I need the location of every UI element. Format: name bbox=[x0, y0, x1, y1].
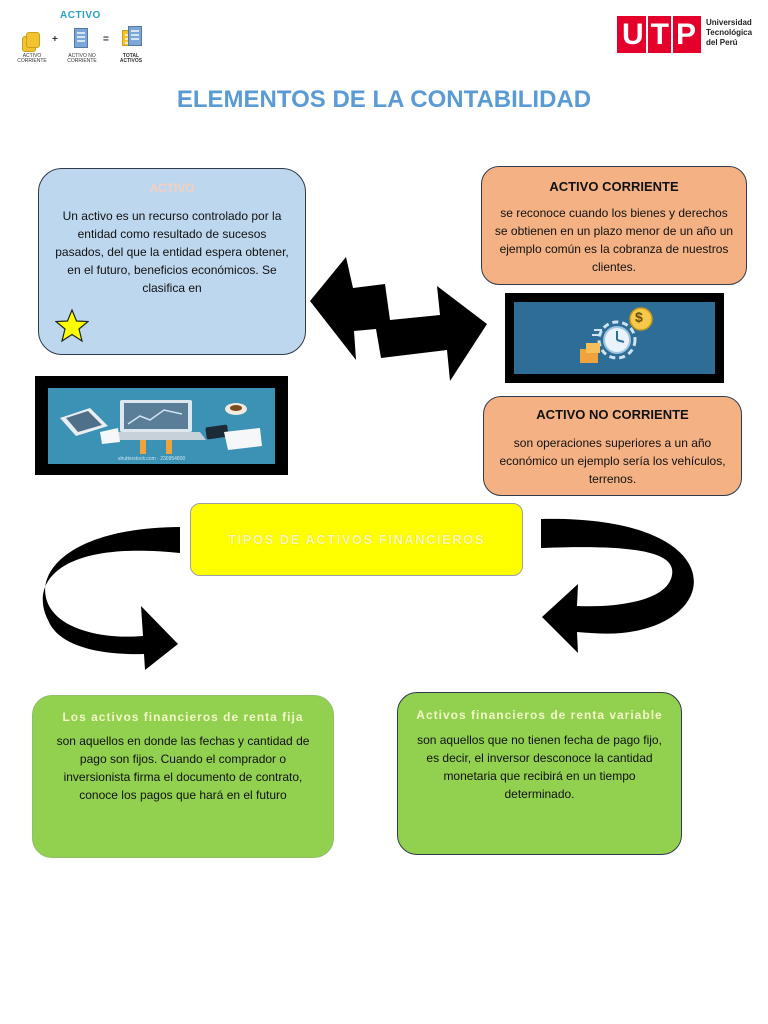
page-title: ELEMENTOS DE LA CONTABILIDAD bbox=[176, 86, 592, 113]
double-arrow-icon bbox=[310, 257, 487, 381]
activo-equation-word: ACTIVO bbox=[60, 10, 101, 21]
renta-variable-description: son aquellos que no tienen fecha de pago… bbox=[417, 733, 662, 801]
activo-corriente-caption: ACTIVO CORRIENTE bbox=[17, 53, 47, 64]
curved-arrow-left-icon bbox=[42, 527, 180, 670]
utp-logo-name: Universidad Tecnológica del Perú bbox=[706, 18, 753, 47]
curved-arrow-right-icon bbox=[541, 518, 694, 653]
tipos-activos-heading: TIPOS DE ACTIVOS FINANCIEROS bbox=[228, 532, 485, 547]
laptop-desk-icon bbox=[60, 400, 262, 454]
equals-sign: = bbox=[103, 34, 109, 45]
renta-fija-heading: Los activos financieros de renta fija bbox=[62, 710, 304, 724]
activo-corriente-box: ACTIVO CORRIENTE se reconoce cuando los … bbox=[481, 166, 747, 285]
activo-corriente-description: se reconoce cuando los bienes y derechos… bbox=[494, 206, 734, 274]
activo-no-corriente-heading: ACTIVO NO CORRIENTE bbox=[536, 407, 689, 422]
renta-variable-box: Activos financieros de renta variable so… bbox=[397, 692, 682, 855]
activo-no-corriente-description: son operaciones superiores a un año econ… bbox=[499, 436, 726, 486]
total-activos-caption: TOTAL ACTIVOS bbox=[119, 53, 143, 64]
activo-no-corriente-box: ACTIVO NO CORRIENTE son operaciones supe… bbox=[483, 396, 742, 496]
total-building-icon bbox=[128, 26, 142, 46]
utp-letter-t: T bbox=[650, 17, 669, 51]
utp-logo: U T P Universidad Tecnológica del Perú bbox=[617, 16, 757, 54]
utp-logo-mark: U T P bbox=[617, 16, 701, 53]
utp-letter-p: P bbox=[675, 17, 696, 51]
renta-variable-heading: Activos financieros de renta variable bbox=[416, 708, 663, 722]
activo-equation-graphic: ACTIVO + = ACTIVO CORRIENTE ACTIVO NO CO… bbox=[12, 8, 152, 70]
activo-corriente-heading: ACTIVO CORRIENTE bbox=[549, 179, 679, 194]
clock-money-icon bbox=[580, 307, 653, 363]
image-watermark: shutterstock.com · 230954800 bbox=[118, 456, 186, 462]
utp-letter-u: U bbox=[622, 17, 644, 51]
money-clock-image: $ bbox=[505, 293, 724, 383]
renta-fija-box: Los activos financieros de renta fija so… bbox=[32, 695, 334, 858]
activo-heading: ACTIVO bbox=[149, 181, 195, 195]
plus-sign: + bbox=[52, 34, 58, 45]
desk-workspace-image: shutterstock.com · 230954800 bbox=[35, 376, 288, 475]
renta-fija-description: son aquellos en donde las fechas y canti… bbox=[56, 734, 310, 802]
activo-no-corriente-caption: ACTIVO NO CORRIENTE bbox=[67, 53, 97, 64]
activo-description: Un activo es un recurso controlado por l… bbox=[55, 209, 289, 295]
star-icon bbox=[55, 309, 89, 343]
coins-icon bbox=[22, 32, 40, 52]
activo-box: ACTIVO Un activo es un recurso controlad… bbox=[38, 168, 306, 355]
dollar-sign: $ bbox=[635, 309, 643, 325]
building-icon bbox=[74, 28, 88, 48]
tipos-activos-box: TIPOS DE ACTIVOS FINANCIEROS bbox=[190, 503, 523, 576]
